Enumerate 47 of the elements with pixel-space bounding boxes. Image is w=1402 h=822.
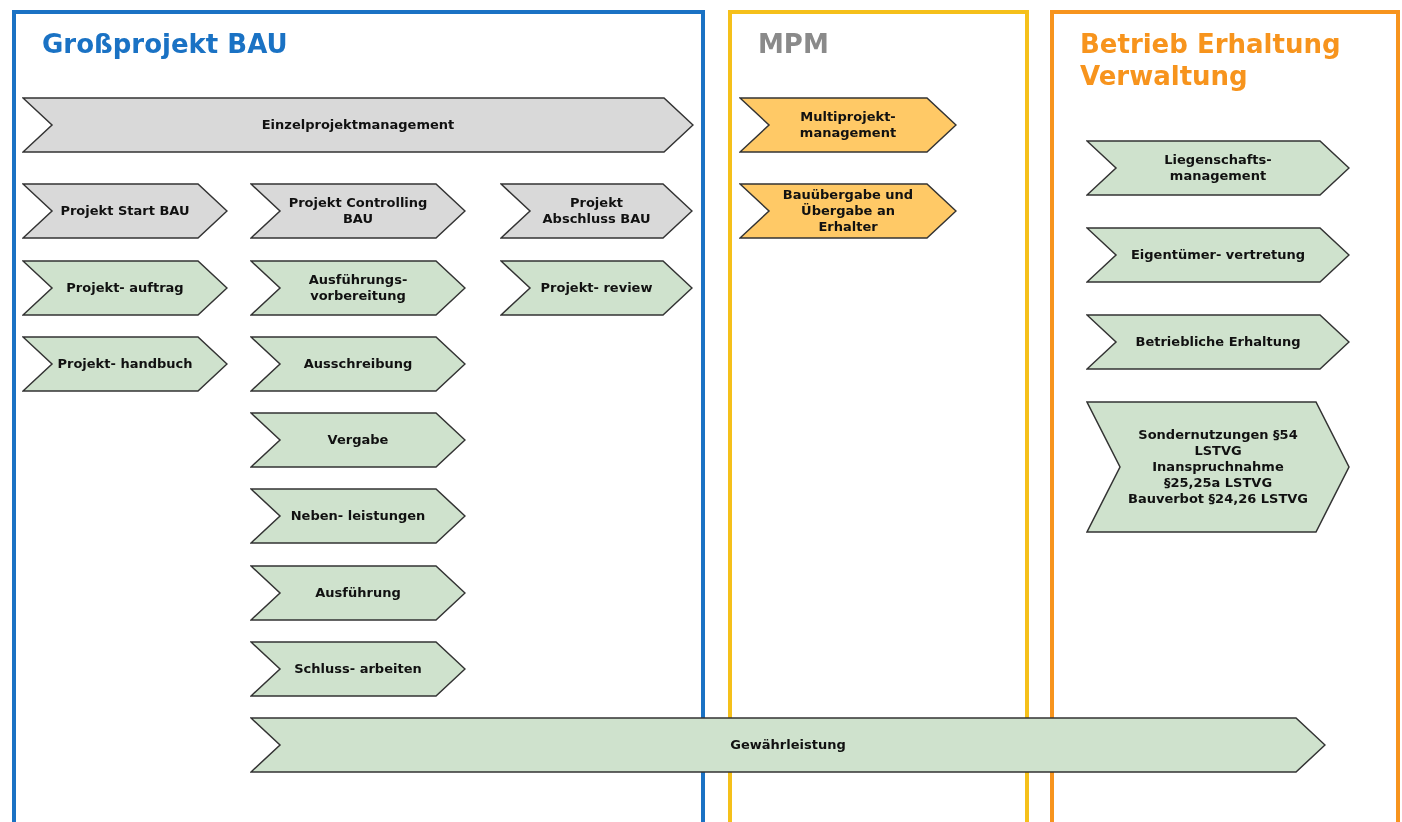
chevron-step (250, 717, 1326, 773)
column-title: Betrieb Erhaltung Verwaltung (1080, 28, 1342, 92)
chevron-step (250, 183, 466, 239)
step-label: Liegenschafts- management (1163, 152, 1273, 184)
chevron-step (500, 260, 693, 316)
chevron-step (1086, 140, 1350, 196)
step-label: Projekt Controlling BAU (287, 195, 429, 227)
chevron-step (22, 97, 694, 153)
step-label: Schluss- arbeiten (294, 661, 422, 677)
column-title: Großprojekt BAU (42, 28, 288, 60)
chevron-step (739, 183, 957, 239)
step-label: Projekt- auftrag (66, 280, 184, 296)
chevron-step (739, 97, 957, 153)
step-label: Projekt Start BAU (60, 203, 190, 219)
column-title: MPM (758, 28, 829, 60)
chevron-step (1086, 227, 1350, 283)
step-label: Projekt- handbuch (57, 356, 193, 372)
chevron-step (250, 412, 466, 468)
step-label: Projekt- review (540, 280, 653, 296)
step-label: Einzelprojektmanagement (261, 117, 455, 133)
step-label: Inanspruchnahme §25,25a LSTVG (1151, 459, 1285, 491)
step-label: Eigentümer- vertretung (1130, 247, 1306, 263)
chevron-step (500, 183, 693, 239)
step-label: Neben- leistungen (290, 508, 426, 524)
chevron-step (1086, 401, 1350, 533)
chevron-step (250, 488, 466, 544)
step-label: Projekt Abschluss BAU (541, 195, 652, 227)
chevron-step (250, 641, 466, 697)
step-label: Gewährleistung (730, 737, 846, 753)
chevron-step (250, 336, 466, 392)
chevron-step (22, 336, 228, 392)
step-label: Ausführung (315, 585, 401, 601)
column-frame (12, 10, 705, 822)
step-label: Vergabe (327, 432, 389, 448)
chevron-step (22, 183, 228, 239)
step-label: Sondernutzungen §54 LSTVG (1137, 427, 1299, 459)
step-label: Bauübergabe und Übergabe an Erhalter (781, 187, 915, 235)
step-label: Bauverbot §24,26 LSTVG (1128, 491, 1308, 507)
column-frame (1050, 10, 1400, 822)
chevron-step (1086, 314, 1350, 370)
chevron-step (250, 260, 466, 316)
step-label: Ausschreibung (303, 356, 413, 372)
chevron-step (250, 565, 466, 621)
chevron-step (22, 260, 228, 316)
step-label: Ausführungs- vorbereitung (307, 272, 409, 304)
step-label: Multiprojekt- management (798, 109, 898, 141)
step-label: Betriebliche Erhaltung (1135, 334, 1301, 350)
